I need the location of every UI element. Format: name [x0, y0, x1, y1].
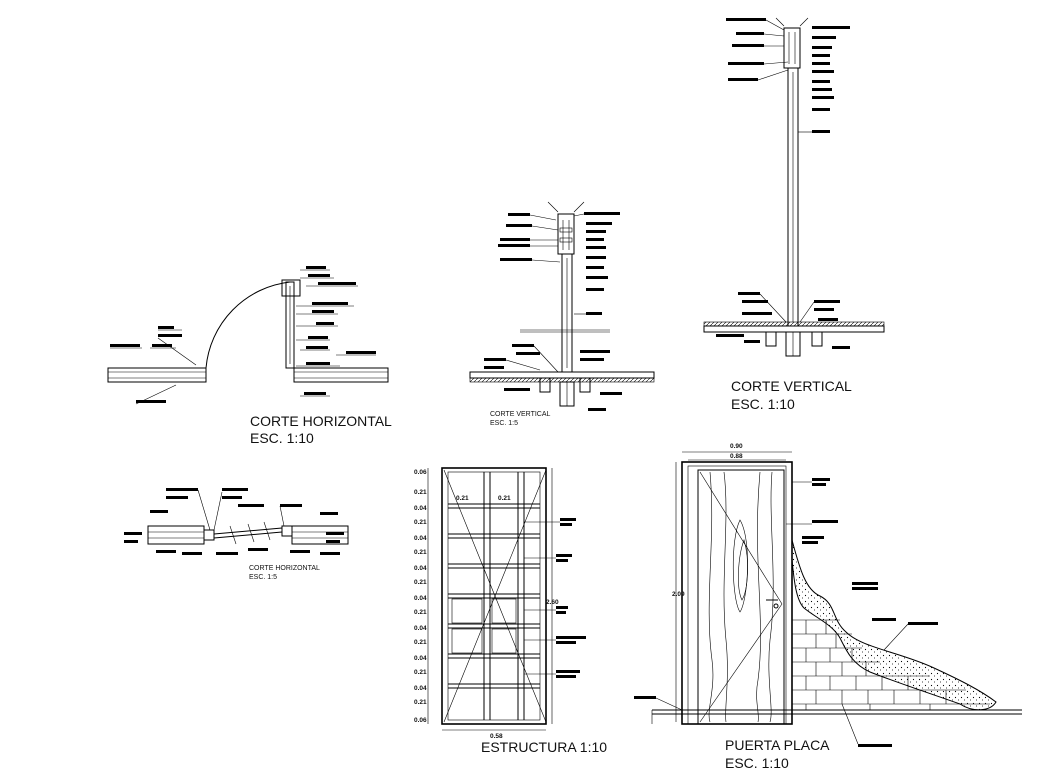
- svg-text:0.21: 0.21: [414, 519, 427, 526]
- svg-text:0.21: 0.21: [414, 489, 427, 496]
- corte-horizontal-10-drawing: CORTE HORIZONTAL ESC. 1:10: [107, 266, 392, 446]
- puerta-placa-drawing: 0.90 0.88 2.09 PUERTA PLACA ESC. 1:10: [634, 443, 1022, 771]
- corte-vertical-5-scale: ESC. 1:5: [490, 420, 518, 427]
- estructura-width-dim: 0.58: [490, 733, 503, 740]
- svg-text:0.21: 0.21: [414, 639, 427, 646]
- mesh-panel: [491, 598, 517, 624]
- corte-vertical-5-drawing: CORTE VERTICAL ESC. 1:5: [469, 201, 655, 427]
- corte-horizontal-5-title: CORTE HORIZONTAL: [249, 565, 320, 572]
- corte-vertical-10-scale: ESC. 1:10: [731, 396, 795, 412]
- estructura-height-dim: 2.60: [546, 599, 559, 606]
- svg-text:0.21: 0.21: [414, 579, 427, 586]
- svg-text:0.04: 0.04: [414, 685, 427, 692]
- svg-text:0.04: 0.04: [414, 595, 427, 602]
- puerta-placa-scale: ESC. 1:10: [725, 755, 789, 771]
- corte-vertical-5-leaders: [484, 212, 622, 411]
- svg-text:0.21: 0.21: [414, 669, 427, 676]
- svg-text:0.04: 0.04: [414, 625, 427, 632]
- estructura-top-dim: 0.21: [498, 495, 511, 502]
- mesh-panel: [451, 628, 483, 654]
- estructura-drawing: 0.06 0.21 0.04 0.21 0.04 0.21 0.04 0.21 …: [414, 467, 607, 755]
- corte-horizontal-10-title: CORTE HORIZONTAL: [250, 413, 392, 429]
- puerta-top-dim: 0.90: [730, 443, 743, 450]
- svg-text:0.21: 0.21: [414, 549, 427, 556]
- puerta-top-dim: 0.88: [730, 453, 743, 460]
- corte-vertical-10-leaders: [716, 18, 850, 349]
- estructura-rails: [448, 503, 540, 689]
- corte-vertical-5-title: CORTE VERTICAL: [490, 411, 551, 418]
- puerta-height-dim: 2.09: [672, 591, 685, 598]
- corte-horizontal-5-scale: ESC. 1:5: [249, 574, 277, 581]
- svg-text:0.06: 0.06: [414, 717, 427, 724]
- corte-vertical-10-drawing: CORTE VERTICAL ESC. 1:10: [703, 17, 885, 412]
- estructura-left-dims: 0.06 0.21 0.04 0.21 0.04 0.21 0.04 0.21 …: [414, 469, 427, 724]
- svg-text:0.04: 0.04: [414, 505, 427, 512]
- wood-grain: [708, 471, 774, 723]
- mesh-panel: [491, 628, 517, 654]
- corte-horizontal-5-drawing: CORTE HORIZONTAL ESC. 1:5: [124, 488, 349, 581]
- estructura-leaders: [524, 518, 586, 678]
- mesh-panel: [451, 598, 483, 624]
- estructura-top-dim: 0.21: [456, 495, 469, 502]
- svg-text:0.21: 0.21: [414, 699, 427, 706]
- corte-horizontal-5-leaders: [124, 488, 344, 555]
- svg-text:0.21: 0.21: [414, 609, 427, 616]
- corte-vertical-10-title: CORTE VERTICAL: [731, 378, 852, 394]
- svg-text:0.04: 0.04: [414, 655, 427, 662]
- puerta-leaders: [634, 478, 938, 747]
- corte-horizontal-10-scale: ESC. 1:10: [250, 430, 314, 446]
- puerta-placa-title: PUERTA PLACA: [725, 737, 830, 753]
- corte-horizontal-10-leaders: [110, 266, 376, 405]
- svg-text:0.06: 0.06: [414, 469, 427, 476]
- svg-text:0.04: 0.04: [414, 535, 427, 542]
- estructura-title: ESTRUCTURA 1:10: [481, 739, 607, 755]
- svg-text:0.04: 0.04: [414, 565, 427, 572]
